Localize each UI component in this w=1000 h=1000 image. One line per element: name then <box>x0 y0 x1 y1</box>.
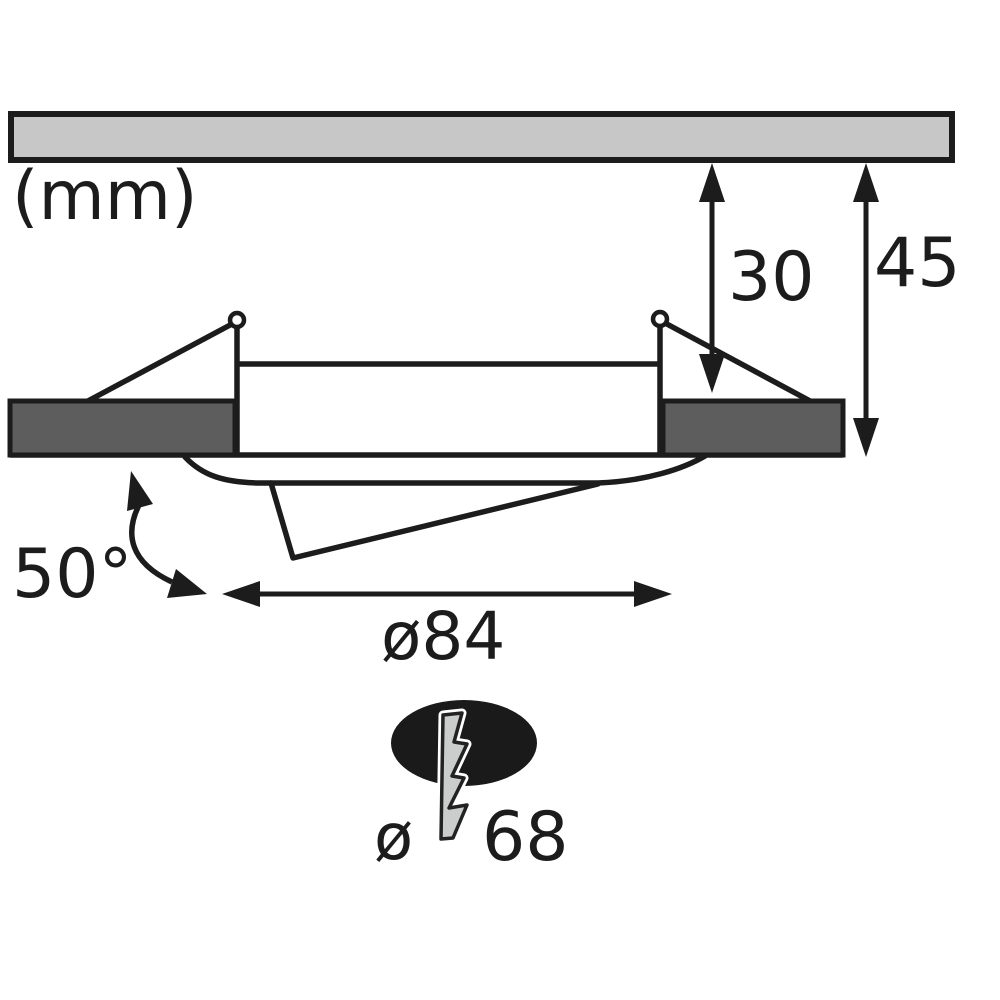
left-trim-flange <box>7 398 238 458</box>
dim-30-arrow-down-icon <box>699 354 725 393</box>
swivel-angle-arrow <box>127 471 207 598</box>
dim-84-arrow-left-icon <box>222 581 260 607</box>
left-spring-clip <box>83 321 235 405</box>
dimension-30 <box>699 163 725 393</box>
left-pivot-point <box>227 310 247 330</box>
swivel-arrow-down-icon <box>167 569 207 598</box>
swivel-arrow-up-icon <box>127 471 153 511</box>
dim-84-arrow-right-icon <box>634 581 672 607</box>
ceiling-panel <box>8 111 955 163</box>
cutout-diameter-label: 68 <box>482 798 569 877</box>
dim-45-arrow-up-icon <box>853 163 879 202</box>
dimension-45 <box>853 163 879 457</box>
right-pivot-point <box>650 309 670 329</box>
dim-30-arrow-up-icon <box>699 163 725 202</box>
installation-depth-label: 45 <box>874 224 961 303</box>
tilted-lamp-head <box>268 480 601 561</box>
cutout-badge <box>391 700 537 844</box>
dim-30-line <box>709 170 715 386</box>
dimension-84 <box>222 581 672 607</box>
recess-depth-label: 30 <box>728 238 815 317</box>
unit-label: (mm) <box>12 157 198 236</box>
mains-flash-icon <box>439 711 469 841</box>
trim-bezel <box>182 453 708 486</box>
dim-84-line <box>252 591 642 597</box>
swivel-arc <box>129 503 174 585</box>
right-spring-clip <box>662 320 815 405</box>
right-trim-flange <box>660 398 846 458</box>
swivel-angle-label: 50° <box>12 535 133 614</box>
cutout-diameter-symbol: ø <box>374 801 414 875</box>
dim-45-arrow-down-icon <box>853 418 879 457</box>
trim-diameter-label: ø84 <box>381 598 506 675</box>
dim-45-line <box>863 170 869 450</box>
